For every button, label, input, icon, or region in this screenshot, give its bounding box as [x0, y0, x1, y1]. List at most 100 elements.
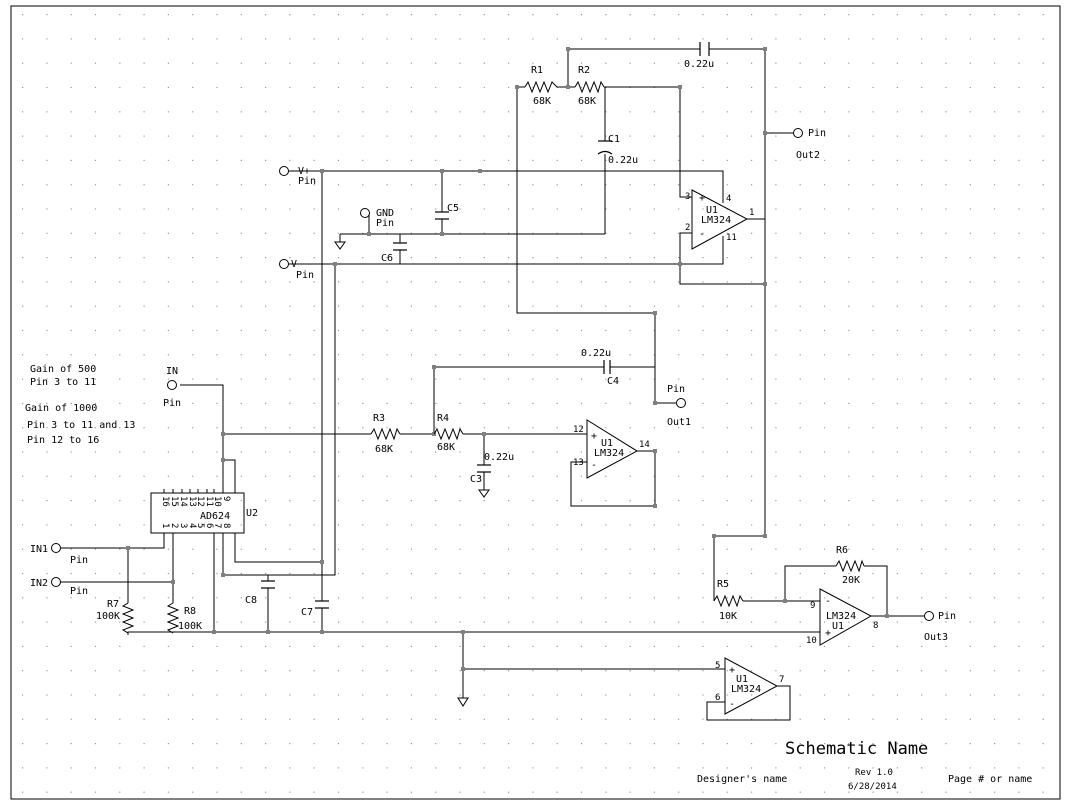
capacitor-c8: [261, 580, 275, 589]
junction-dot: [320, 169, 324, 173]
r8-ref: R8: [184, 606, 196, 617]
vminus-pin[interactable]: [279, 259, 289, 269]
ad624-pin-number: 5: [195, 523, 205, 528]
r5-value: 10K: [719, 611, 737, 622]
ad624-part: AD624: [200, 511, 230, 522]
ad624-pin-number: 6: [204, 523, 214, 528]
vplus-label: V+: [298, 166, 310, 177]
ad624-pin-number: 2: [169, 523, 179, 528]
junction-dot: [440, 169, 444, 173]
pin-number: 1: [749, 208, 754, 218]
ad624-pin-number: 14: [178, 496, 188, 507]
junction-dot: [432, 365, 436, 369]
r1-value: 68K: [533, 96, 551, 107]
c-top-value: 0.22u: [684, 59, 714, 70]
sheet-border: [10, 5, 1061, 800]
pin-word: Pin: [667, 384, 685, 395]
out3-label: Out3: [924, 632, 948, 643]
pin-number: 8: [873, 621, 878, 631]
r4-ref: R4: [437, 413, 449, 424]
vplus-pin[interactable]: [279, 166, 289, 176]
component-labels: R1 68K R2 68K 0.22u C1 0.22u C5 C6 0.22u…: [96, 59, 860, 632]
junction-dot: [221, 573, 225, 577]
pin-word: Pin: [808, 128, 826, 139]
note-gain-1000-pins-b: Pin 12 to 16: [27, 435, 99, 446]
pin-number: 6: [715, 693, 720, 703]
svg-text:+: +: [825, 628, 831, 639]
r5-ref: R5: [717, 579, 729, 590]
in-pin[interactable]: [167, 380, 177, 390]
c1-value: 0.22u: [608, 155, 638, 166]
out3-pin[interactable]: [924, 611, 934, 621]
junction-dot: [783, 599, 787, 603]
opamp-labels: +- U1 LM324 3 2 1 4 11 +- U1 LM324 12 13…: [573, 192, 878, 710]
out2-pin[interactable]: [793, 128, 803, 138]
port-labels: V+ Pin V- Pin GND Pin Pin Out2 Pin Out1 …: [30, 128, 956, 643]
junction-dot: [678, 262, 682, 266]
junction-dot: [221, 458, 225, 462]
junction-dot: [221, 432, 225, 436]
c4-ref: C4: [607, 376, 619, 387]
resistor-r3: [370, 427, 401, 441]
resistor-r1: [524, 80, 558, 94]
gnd-label: GND: [376, 208, 394, 219]
ground-icon: [457, 697, 469, 707]
pin-number: 13: [573, 458, 584, 468]
gnd-pin[interactable]: [360, 208, 370, 218]
junction-dot: [333, 262, 337, 266]
junction-dot: [515, 85, 519, 89]
wires: [60, 48, 925, 721]
pin-number: 14: [639, 440, 650, 450]
in-label: IN: [166, 366, 178, 377]
pin-number: 12: [573, 425, 584, 435]
capacitor-c6: [393, 242, 407, 251]
svg-text:-: -: [825, 596, 831, 607]
ground-icon: [334, 241, 346, 250]
svg-text:+: +: [729, 665, 735, 676]
svg-text:+: +: [699, 193, 705, 204]
opamp-u1c: [819, 588, 873, 646]
r6-value: 20K: [842, 575, 860, 586]
opamp-part: LM324: [701, 215, 731, 226]
ad624-pin-number: 9: [221, 496, 231, 501]
in2-label: IN2: [30, 578, 48, 589]
c7-ref: C7: [301, 607, 313, 618]
designer-name: Designer's name: [697, 774, 787, 785]
pin-word: Pin: [70, 555, 88, 566]
junction-dot: [171, 580, 175, 584]
note-gain-500-pins: Pin 3 to 11: [30, 377, 96, 388]
grid-dots: [22, 14, 1044, 793]
junction-dot: [461, 667, 465, 671]
resistor-symbols: [121, 80, 865, 634]
pin-word: Pin: [376, 218, 394, 229]
ad624-ref: U2: [246, 508, 258, 519]
pin-word: Pin: [70, 586, 88, 597]
junction-dot: [266, 630, 270, 634]
ad624-pin-number: 7: [212, 523, 222, 528]
note-gain-500: Gain of 500: [30, 364, 96, 375]
c3-value: 0.22u: [484, 452, 514, 463]
in1-label: IN1: [30, 544, 48, 555]
opamp-ref: U1: [601, 438, 613, 449]
junction-dot: [212, 630, 216, 634]
pin-connectors: [51, 128, 934, 621]
out1-pin[interactable]: [676, 398, 686, 408]
schematic-title: Schematic Name: [785, 739, 928, 759]
junction-dot: [885, 614, 889, 618]
junction-dot: [712, 534, 716, 538]
resistor-r8: [166, 602, 180, 634]
ad624-pin-number: 13: [187, 496, 197, 507]
in1-pin[interactable]: [51, 543, 61, 553]
vminus-label: V-: [291, 259, 303, 270]
pin-number: 10: [806, 636, 817, 646]
r6-ref: R6: [836, 545, 848, 556]
capacitor-top: [699, 42, 710, 56]
r4-value: 68K: [437, 442, 455, 453]
junction-dot: [763, 131, 767, 135]
junction-dot: [763, 282, 767, 286]
ad624-pin-number: 15: [169, 496, 179, 507]
in2-pin[interactable]: [51, 577, 61, 587]
svg-text:+: +: [591, 431, 597, 442]
